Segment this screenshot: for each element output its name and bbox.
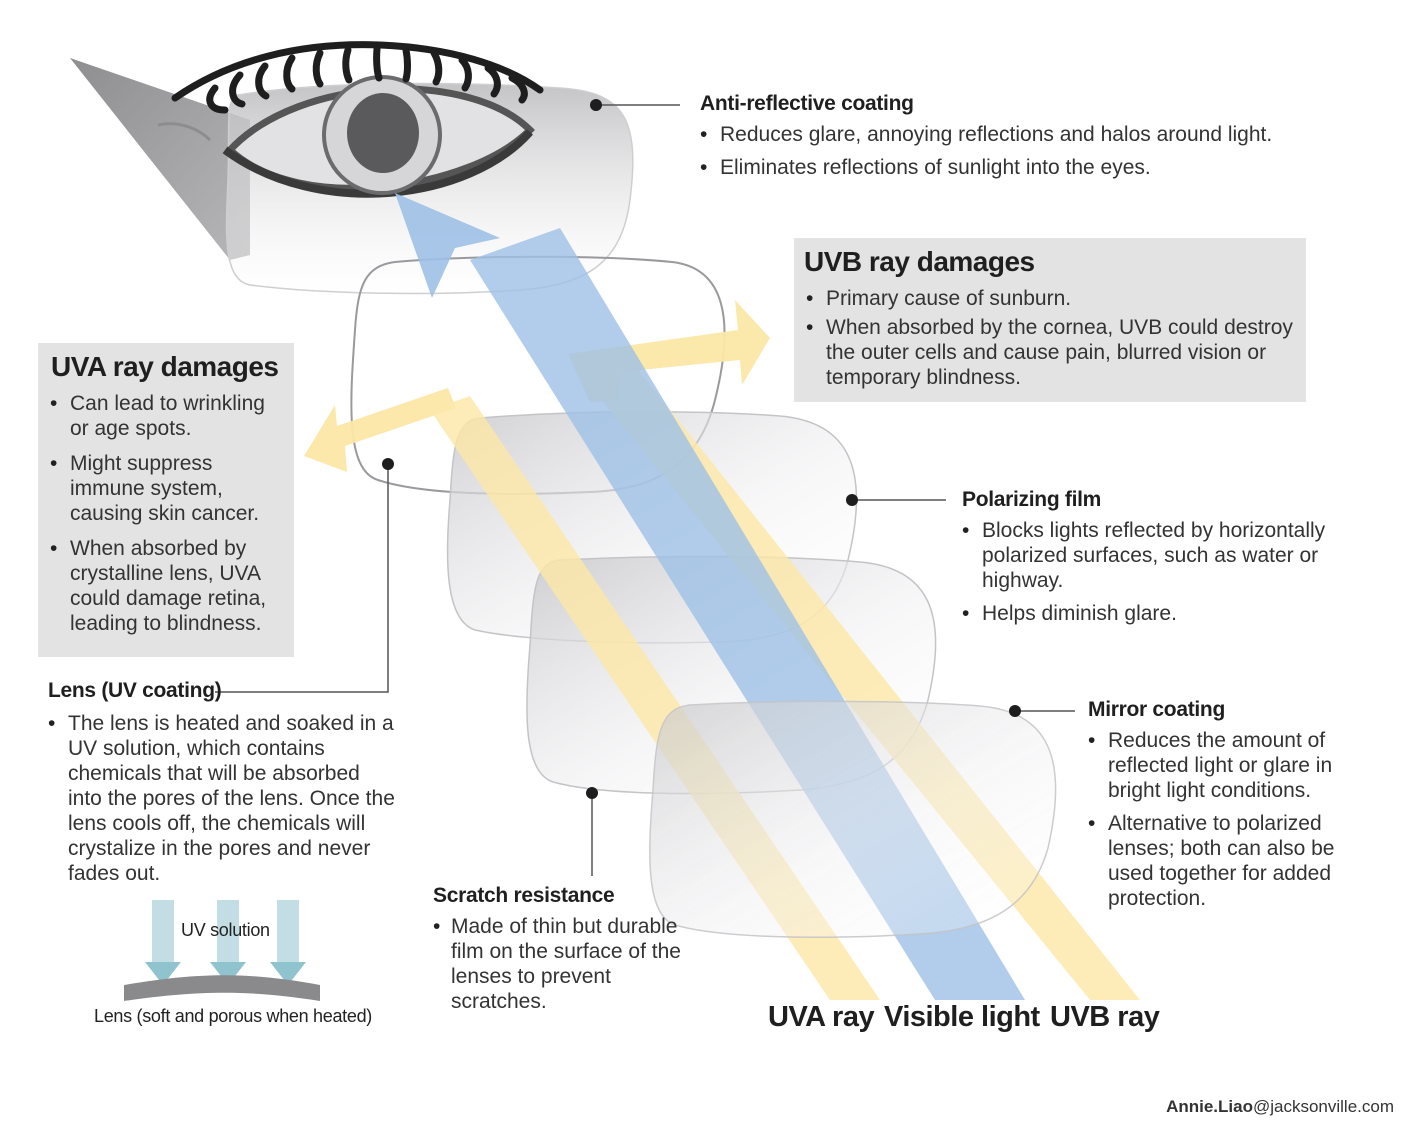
- callout-lines: [215, 104, 1075, 876]
- callout-dots: [382, 99, 1021, 799]
- polarizing-callout: Polarizing film Blocks lights reflected …: [962, 488, 1372, 634]
- uvb-bullet: Primary cause of sunburn.: [806, 286, 1296, 311]
- lens-uv-title: Lens (UV coating): [48, 679, 222, 702]
- mirror-callout: Mirror coating Reduces the amount of ref…: [1088, 698, 1378, 919]
- anti-reflective-callout: Anti-reflective coating Reduces glare, a…: [700, 92, 1340, 188]
- uva-title: UVA ray damages: [51, 351, 279, 382]
- visible-light-label: Visible light: [884, 1001, 1040, 1033]
- eye-illustration: [157, 41, 544, 198]
- anti-reflective-bullet: Eliminates reflections of sunlight into …: [700, 155, 1340, 180]
- lens-porous-label: Lens (soft and porous when heated): [94, 1006, 372, 1026]
- uvb-ray-label: UVB ray: [1050, 1001, 1160, 1033]
- uvb-panel: UVB ray damages Primary cause of sunburn…: [794, 238, 1306, 402]
- polarizing-bullet: Blocks lights reflected by horizontally …: [962, 518, 1372, 593]
- author-credit: Annie.Liao@jacksonville.com: [1166, 1097, 1394, 1117]
- glasses-temple: [70, 58, 250, 260]
- lens-uv-bullet: The lens is heated and soaked in a UV so…: [48, 711, 398, 886]
- uva-panel: UVA ray damages Can lead to wrinkling or…: [38, 343, 294, 657]
- uvb-title: UVB ray damages: [804, 246, 1035, 277]
- mirror-title: Mirror coating: [1088, 698, 1225, 721]
- uva-ray-label: UVA ray: [768, 1001, 875, 1033]
- lens-uv-callout: Lens (UV coating) The lens is heated and…: [48, 679, 398, 894]
- uva-bullet: Can lead to wrinkling or age spots.: [50, 391, 286, 441]
- mirror-bullet: Reduces the amount of reflected light or…: [1088, 728, 1378, 803]
- polarizing-bullet: Helps diminish glare.: [962, 601, 1372, 626]
- scratch-title: Scratch resistance: [433, 884, 615, 907]
- anti-reflective-title: Anti-reflective coating: [700, 92, 914, 115]
- uva-bullet: When absorbed by crystalline lens, UVA c…: [50, 536, 286, 636]
- mirror-coating-lens: [649, 700, 1057, 938]
- mirror-bullet: Alternative to polarized lenses; both ca…: [1088, 811, 1378, 911]
- uvb-bullet: When absorbed by the cornea, UVB could d…: [806, 315, 1296, 390]
- author-domain: @jacksonville.com: [1252, 1097, 1394, 1116]
- anti-reflective-bullet: Reduces glare, annoying reflections and …: [700, 122, 1340, 147]
- uv-solution-diagram: [124, 900, 320, 1001]
- scratch-callout: Scratch resistance Made of thin but dura…: [433, 884, 703, 1022]
- scratch-bullet: Made of thin but durable film on the sur…: [433, 914, 703, 1014]
- uva-bullet: Might suppress immune system, causing sk…: [50, 451, 286, 526]
- polarizing-title: Polarizing film: [962, 488, 1102, 511]
- uv-solution-label: UV solution: [181, 920, 270, 940]
- author-name: Annie.Liao: [1166, 1097, 1253, 1116]
